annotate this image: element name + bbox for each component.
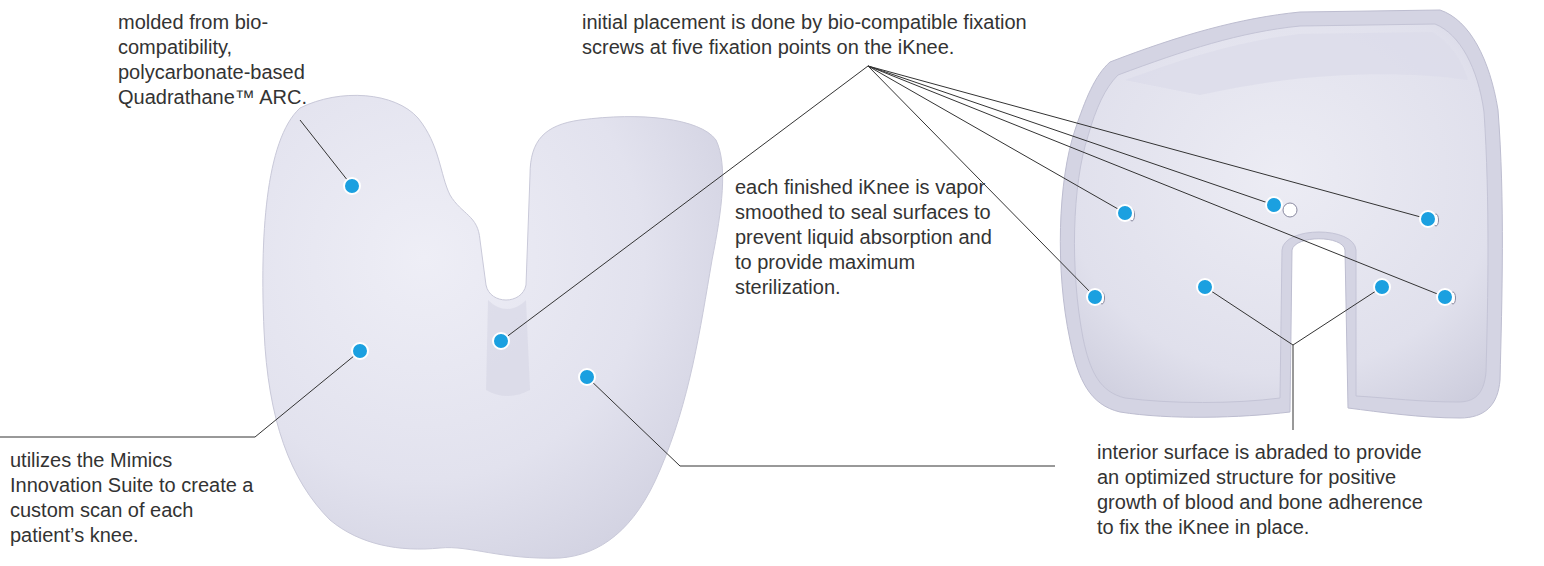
callout-dot [1087,289,1103,305]
callout-dot [344,178,360,194]
callout-dot [1374,279,1390,295]
callout-dot [1420,211,1436,227]
callout-label: utilizes the Mimics Innovation Suite to … [10,448,270,548]
leader-line [587,377,1055,466]
top-flange [1125,32,1468,95]
leader-line [1293,345,1294,430]
callout-dot [1437,289,1453,305]
leader-bracket [1205,287,1382,345]
callout-dot [579,369,595,385]
callout-dot [493,333,509,349]
callout-dot [1197,279,1213,295]
callout-label: interior surface is abraded to provide a… [1097,440,1442,540]
knee-front-view [263,95,723,558]
callout-label: molded from bio-compatibility, polycarbo… [118,10,323,110]
screw-hole [1283,203,1297,217]
leader-line [300,120,352,186]
callout-dot [1266,197,1282,213]
abraded-interior-surface [1074,24,1488,403]
callout-label: each finished iKnee is vapor smoothed to… [735,175,1000,300]
leader-line [0,351,360,437]
knee-interior-view [1060,10,1502,418]
callout-dot [352,343,368,359]
callout-label: initial placement is done by bio-compati… [582,10,1072,60]
callout-dot [1117,205,1133,221]
notch-shading [486,300,530,396]
